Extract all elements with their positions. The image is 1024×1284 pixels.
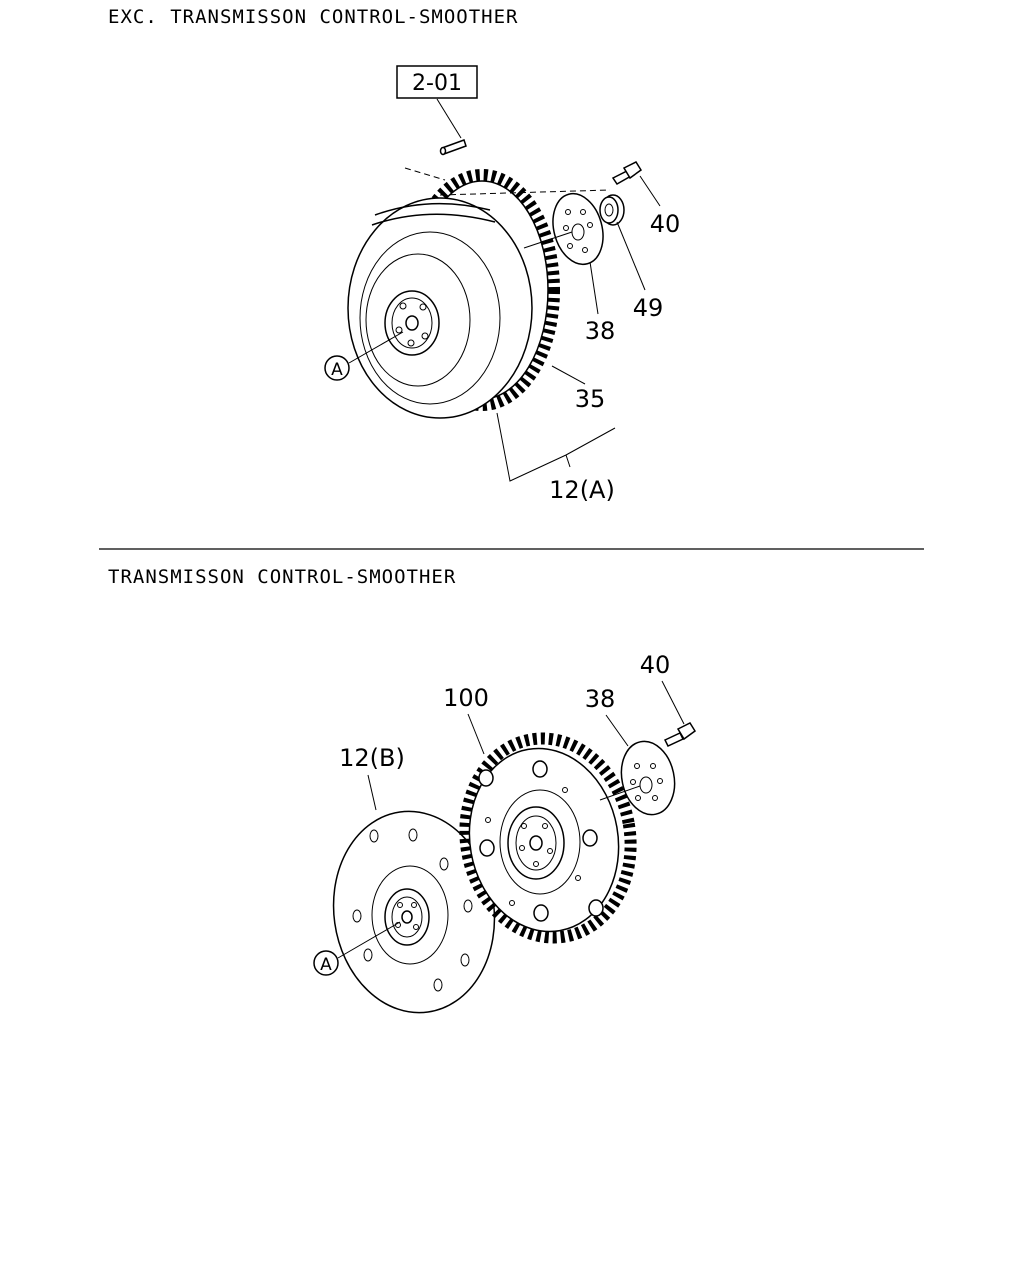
leader-49 (616, 221, 646, 291)
reference-box-label: 2-01 (412, 71, 462, 96)
circle-a-leader-bottom (337, 921, 401, 959)
flex-plate-38-bottom[interactable] (615, 736, 681, 819)
bottom-section-heading: TRANSMISSON CONTROL-SMOOTHER (108, 566, 456, 588)
leader-100 (467, 713, 485, 755)
callout-100: 100 (443, 684, 489, 712)
reference-box[interactable]: 2-01 (396, 65, 478, 99)
callout-38: 38 (585, 317, 616, 345)
callout-12a: 12(A) (549, 476, 615, 504)
plate-to-gear-line (523, 231, 573, 249)
alignment-line (404, 167, 611, 196)
leader-40-bottom (661, 680, 685, 725)
bolt-40[interactable] (611, 161, 643, 185)
leader-40 (639, 175, 661, 207)
bracket-12a (496, 412, 616, 482)
ring-gear-100[interactable] (450, 725, 646, 950)
drive-plate-12b[interactable] (321, 801, 508, 1023)
circle-a-callout: A (324, 355, 350, 381)
leader-35 (551, 365, 586, 385)
callout-49: 49 (633, 294, 664, 322)
circle-a-leader (348, 331, 404, 364)
leader-38 (589, 261, 599, 315)
ref-leader (436, 98, 462, 139)
callout-40-bottom: 40 (640, 651, 671, 679)
callout-38-bottom: 38 (585, 685, 616, 713)
circle-a-label: A (331, 360, 343, 380)
circle-a-callout-bottom: A (313, 950, 339, 976)
dowel-pin (439, 139, 467, 156)
plate-to-gear-line-bottom (599, 785, 641, 801)
bearing-49[interactable] (599, 194, 625, 226)
leader-38-bottom (605, 714, 629, 747)
callout-35: 35 (575, 385, 606, 413)
torque-converter[interactable] (347, 197, 533, 419)
bolt-40-bottom[interactable] (663, 722, 697, 747)
flex-plate-38[interactable] (546, 188, 611, 270)
leader-12b (367, 774, 377, 811)
callout-40: 40 (650, 210, 681, 238)
top-section-heading: EXC. TRANSMISSON CONTROL-SMOOTHER (108, 6, 519, 28)
callout-12b: 12(B) (339, 744, 405, 772)
circle-a-label-bottom: A (320, 955, 332, 975)
